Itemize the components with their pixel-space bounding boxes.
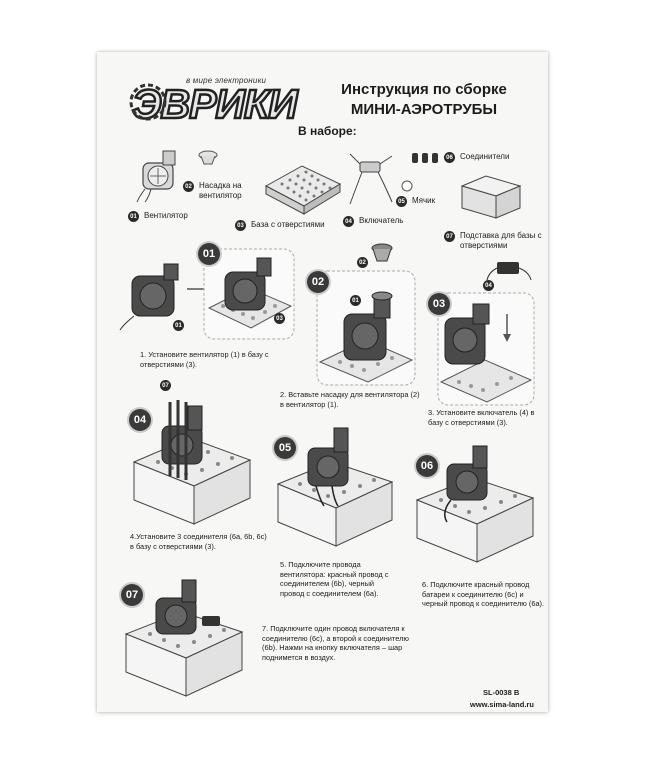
part-label-fan: Вентилятор — [144, 211, 188, 221]
step2-caption: 2. Вставьте насадку для вентилятора (2) … — [280, 390, 420, 409]
part-label-nozzle: Насадка на вентилятор — [199, 181, 263, 201]
step1-callout-base: 03 — [274, 313, 285, 324]
part-number-02: 02 — [183, 181, 194, 192]
step4-badge: 04 — [129, 409, 151, 431]
step2-badge: 02 — [307, 271, 329, 293]
fan-illustration — [135, 145, 185, 203]
perforated-base-illustration — [262, 158, 344, 218]
step4-callout-connectors: 07 — [160, 380, 171, 391]
stand-illustration — [458, 172, 524, 224]
kit-heading: В наборе: — [298, 124, 357, 138]
product-code: SL-0038 B — [483, 688, 519, 697]
step7-caption: 7. Подключите один провод включателя к с… — [262, 624, 412, 662]
part-number-04: 04 — [343, 216, 354, 227]
step3-caption: 3. Установите включатель (4) в базу с от… — [428, 408, 540, 427]
step3-panel — [437, 292, 535, 406]
part-number-03: 03 — [235, 220, 246, 231]
ball-illustration — [401, 180, 413, 192]
logo-gear-icon — [128, 80, 168, 124]
step4-caption: 4.Установите 3 соединителя (6а, 6b, 6c) … — [130, 532, 270, 551]
step6-caption: 6. Подключите красный провод батареи к с… — [422, 580, 550, 609]
step5-badge: 05 — [274, 437, 296, 459]
part-number-05: 05 — [396, 196, 407, 207]
switch-illustration — [348, 150, 396, 208]
step1-panel — [203, 248, 295, 340]
part-label-connectors: Соединители — [460, 152, 509, 162]
step2-callout-fan: 01 — [350, 295, 361, 306]
part-number-06: 06 — [444, 152, 455, 163]
connectors-illustration — [410, 150, 444, 166]
step1-fan-illustration — [118, 262, 198, 332]
part-number-07: 07 — [444, 231, 455, 242]
step5-caption: 5. Подключите провода вентилятора: красн… — [280, 560, 400, 598]
part-label-switch: Включатель — [359, 216, 403, 226]
step3-switch-illustration — [487, 258, 533, 286]
part-label-stand: Подставка для базы с отверстиями — [460, 231, 550, 251]
part-label-base: База с отверстиями — [251, 220, 325, 230]
step1-caption: 1. Установите вентилятор (1) в базу с от… — [140, 350, 280, 369]
step3-callout-switch: 04 — [483, 280, 494, 291]
step6-badge: 06 — [416, 455, 438, 477]
step2-nozzle-illustration — [370, 243, 394, 267]
step1-callout-fan: 01 — [173, 320, 184, 331]
step7-badge: 07 — [121, 584, 143, 606]
step3-badge: 03 — [428, 293, 450, 315]
part-label-ball: Мячик — [412, 196, 435, 206]
step2-callout-nozzle: 02 — [357, 257, 368, 268]
title-line-2: МИНИ-АЭРОТРУБЫ — [322, 100, 526, 120]
step1-badge: 01 — [198, 243, 220, 265]
step2-panel — [316, 270, 416, 386]
website: www.sima-land.ru — [470, 700, 534, 709]
page-title: Инструкция по сборке МИНИ-АЭРОТРУБЫ — [322, 80, 526, 120]
title-line-1: Инструкция по сборке — [322, 80, 526, 100]
part-number-01: 01 — [128, 211, 139, 222]
nozzle-illustration — [198, 150, 218, 166]
